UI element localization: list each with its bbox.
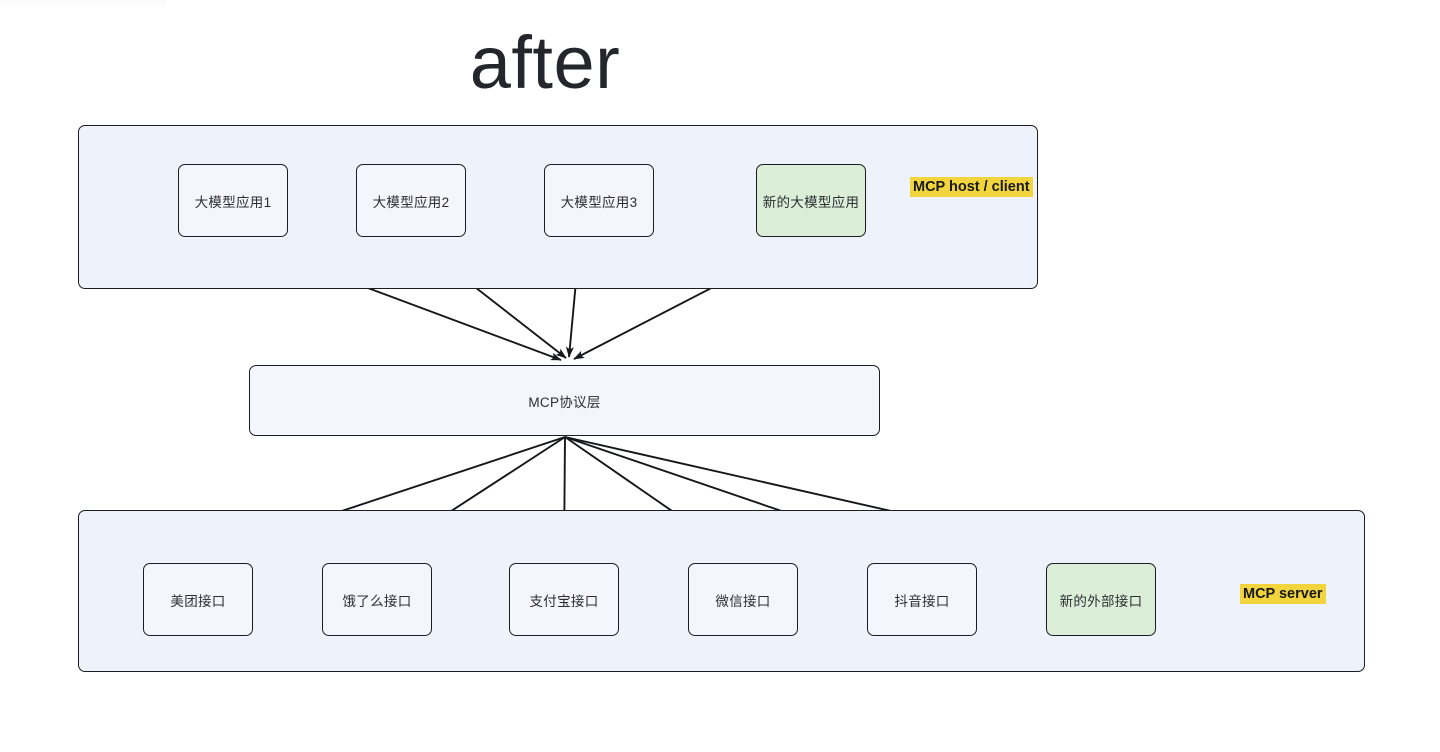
node-new-external-api[interactable]: 新的外部接口 (1046, 563, 1156, 636)
top-left-strip (0, 0, 166, 6)
node-new-llm-app[interactable]: 新的大模型应用 (756, 164, 866, 237)
node-label: 新的外部接口 (1059, 593, 1143, 609)
node-llm-app-1[interactable]: 大模型应用1 (178, 164, 288, 237)
node-llm-app-2[interactable]: 大模型应用2 (356, 164, 466, 237)
node-eleme-api[interactable]: 饿了么接口 (322, 563, 432, 636)
node-label: 美团接口 (170, 593, 226, 609)
node-meituan-api[interactable]: 美团接口 (143, 563, 253, 636)
node-label: 大模型应用2 (372, 194, 450, 210)
node-label: 饿了么接口 (342, 593, 412, 609)
node-llm-app-3[interactable]: 大模型应用3 (544, 164, 654, 237)
node-label: 支付宝接口 (529, 593, 599, 609)
node-label: 新的大模型应用 (762, 194, 860, 210)
node-label: 抖音接口 (894, 593, 950, 609)
node-mcp-protocol-layer[interactable]: MCP协议层 (249, 365, 880, 436)
node-wechat-api[interactable]: 微信接口 (688, 563, 798, 636)
mcp-server-label: MCP server (1240, 584, 1326, 605)
node-douyin-api[interactable]: 抖音接口 (867, 563, 977, 636)
node-label: MCP协议层 (528, 394, 601, 410)
node-label: 大模型应用3 (560, 194, 638, 210)
page-title: after (469, 21, 621, 104)
node-alipay-api[interactable]: 支付宝接口 (509, 563, 619, 636)
mcp-host-client-label: MCP host / client (910, 177, 1033, 198)
node-label: 微信接口 (715, 593, 771, 609)
node-label: 大模型应用1 (194, 194, 272, 210)
